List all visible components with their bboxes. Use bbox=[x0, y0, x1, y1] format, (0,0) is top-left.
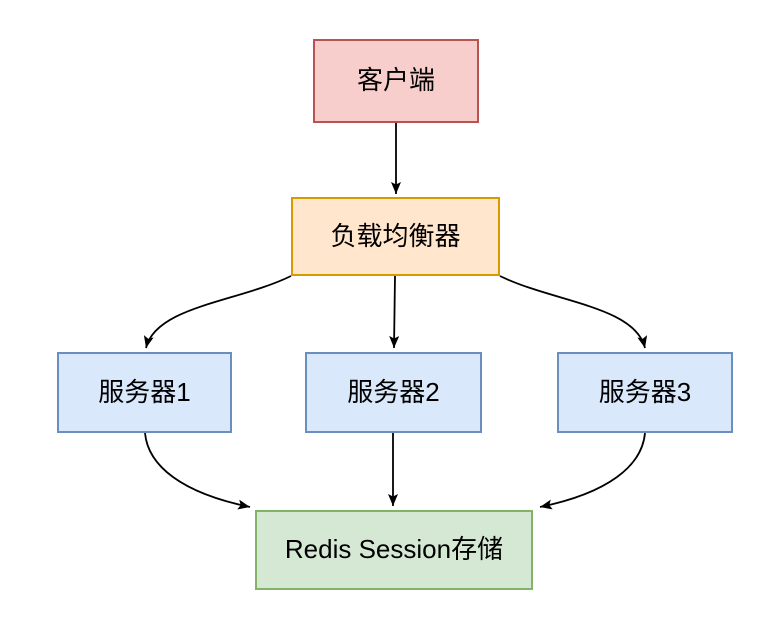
node-client: 客户端 bbox=[313, 39, 479, 123]
node-load-balancer-label: 负载均衡器 bbox=[330, 220, 461, 251]
node-server2: 服务器2 bbox=[305, 352, 482, 433]
edge-load-balancer-to-server1 bbox=[143, 275, 292, 349]
node-server2-label: 服务器2 bbox=[347, 376, 440, 407]
node-server3-label: 服务器3 bbox=[598, 376, 692, 407]
node-server1-label: 服务器1 bbox=[98, 376, 191, 407]
node-load-balancer: 负载均衡器 bbox=[291, 197, 500, 276]
edge-server1-to-redis bbox=[144, 432, 251, 510]
node-redis: Redis Session存储 bbox=[255, 510, 533, 590]
node-client-label: 客户端 bbox=[356, 65, 435, 96]
edge-load-balancer-to-server3 bbox=[499, 275, 648, 349]
node-server1: 服务器1 bbox=[57, 352, 232, 433]
node-redis-label: Redis Session存储 bbox=[284, 534, 504, 565]
edge-server3-to-redis bbox=[539, 432, 646, 510]
node-server3: 服务器3 bbox=[557, 352, 733, 433]
edge-load-balancer-to-server2 bbox=[389, 275, 400, 349]
